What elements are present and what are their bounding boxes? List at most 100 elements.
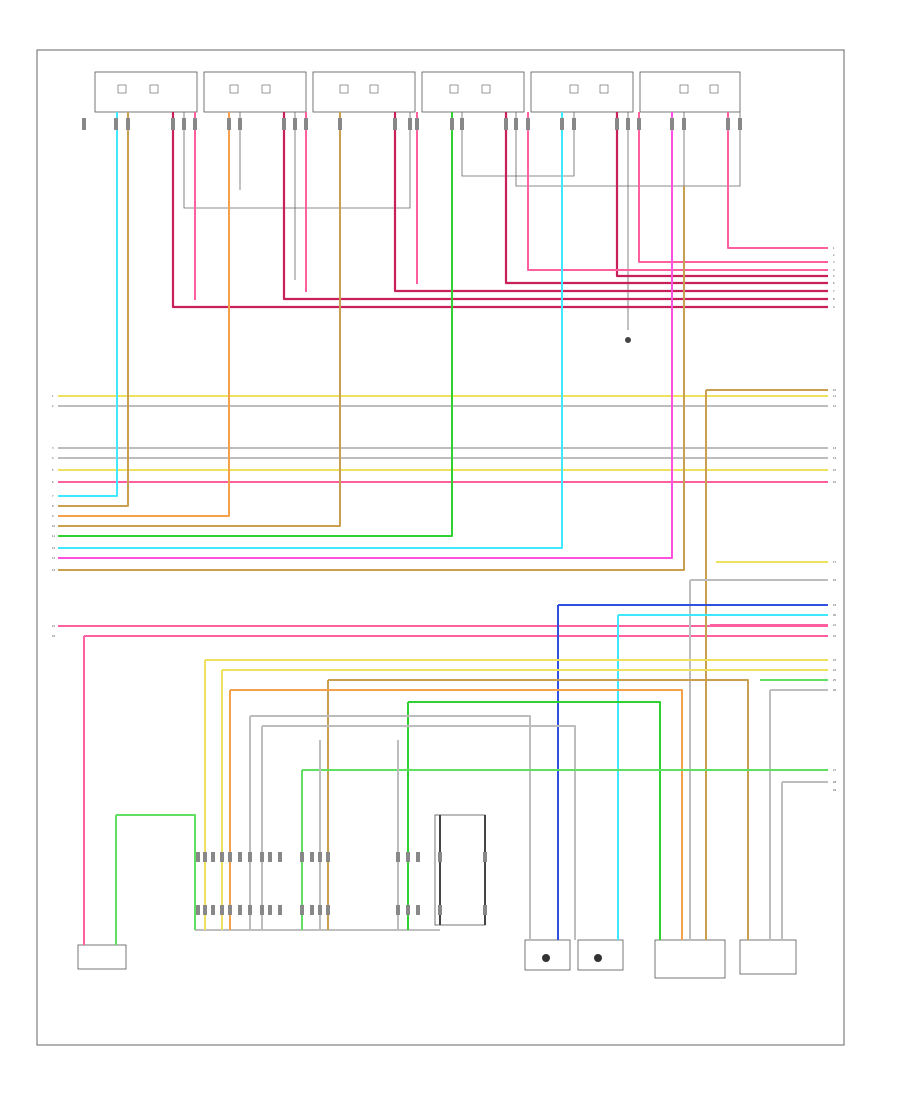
left-terminal-number: 9 [52,515,54,518]
left-terminal-number: 6 [52,481,54,484]
right-terminal-number: 10 [833,389,837,392]
right-terminal-number: 7 [833,290,835,293]
injector-pin-18 [514,118,518,130]
right-terminal-number: 16 [833,481,837,484]
right-terminal-number: 4 [833,269,835,272]
injector-6 [639,71,741,113]
injector-pin-16 [460,118,464,130]
wire-orange-45 [230,689,683,940]
ecm-pin-upper-6 [248,852,252,862]
right-terminal-number: 9 [833,306,835,309]
injector-pin-0 [82,118,86,130]
wire-red-0 [171,112,828,309]
injector-pin-15 [450,118,454,130]
right-terminal-number: 12 [833,405,837,408]
ecm-pin-upper-1 [203,852,207,862]
ecm-pin-lower-17 [438,905,442,915]
ecm-pin-upper-2 [211,852,215,862]
wire-tan-20 [58,112,341,527]
wire-red-3 [504,112,828,285]
injector-pin-8 [282,118,286,130]
injector-pin-26 [682,118,686,130]
injector-pin-3 [171,118,175,130]
diagram-border [36,49,845,1046]
wire-pink-9 [527,112,828,271]
right-terminal-number: 2 [833,254,835,257]
right-terminal-number: 22 [833,635,837,638]
wire-gray-51 [250,715,531,940]
ecm-pin-lower-11 [310,905,314,915]
injector-pin-12 [393,118,397,130]
injector-pin-19 [526,118,530,130]
sensor-a-icon [542,954,550,962]
component-box-1 [77,944,127,970]
wire-cyan-22 [58,112,563,549]
injector-power-bus [183,112,741,330]
injector-3 [312,71,416,113]
injector-pin-23 [626,118,630,130]
injector-pin-4 [182,118,186,130]
right-terminal-number: 28 [833,781,837,784]
right-terminal-number: 24 [833,669,837,672]
component-box-sensor-b [577,939,624,971]
wire-tan-24 [58,186,685,571]
ecm-pin-lower-8 [268,905,272,915]
ecm-pin-upper-0 [196,852,200,862]
right-terminal-number: 29 [833,789,837,792]
component-box-sensor-a [524,939,571,971]
wire-magenta-23 [58,112,673,559]
ecm-pin-upper-17 [438,852,442,862]
injector-pin-5 [193,118,197,130]
wire-gray-53 [262,725,576,940]
ecm-pin-lower-10 [300,905,304,915]
sensor-b-icon [594,954,602,962]
ecm-pin-upper-10 [300,852,304,862]
left-terminal-number: 5 [52,469,54,472]
component-boxes [77,814,797,979]
right-terminal-number: 26 [833,689,837,692]
ecm-pin-upper-14 [396,852,400,862]
ecm-pin-lower-15 [406,905,410,915]
ecm-pin-upper-5 [238,852,242,862]
ecm-pin-lower-5 [238,905,242,915]
connector-pins [82,118,742,915]
right-terminal-number: 20 [833,614,837,617]
wire-tan-18 [58,112,129,507]
ecm-pin-lower-3 [220,905,224,915]
left-terminal-number: 10 [52,525,56,528]
ecm-pin-upper-4 [228,852,232,862]
left-terminal-number: 13 [52,557,56,560]
ecm-pin-lower-0 [196,905,200,915]
left-terminal-number: 16 [52,635,56,638]
ecm-pin-upper-7 [260,852,264,862]
injector-1 [94,71,198,113]
injector-pin-11 [338,118,342,130]
injector-pin-20 [560,118,564,130]
wire-red-4 [615,112,828,278]
left-terminal-number: 11 [52,535,56,538]
right-terminal-number: 17 [833,561,837,564]
injector-pin-10 [304,118,308,130]
wire-green-49 [408,701,661,940]
ecm-pin-upper-12 [318,852,322,862]
ecm-pin-lower-4 [228,905,232,915]
left-terminal-number: 2 [52,405,54,408]
ecm-pin-upper-3 [220,852,224,862]
injector-pin-14 [415,118,419,130]
right-terminal-number: 5 [833,275,835,278]
ecm-pin-lower-6 [248,905,252,915]
ecm-pin-upper-9 [278,852,282,862]
ecm-pin-lower-9 [278,905,282,915]
wire-red-1 [282,112,828,301]
ecm-pin-lower-7 [260,905,264,915]
right-terminal-number: 25 [833,679,837,682]
component-box-relay [434,814,486,926]
ecm-pin-lower-1 [203,905,207,915]
ecm-pin-upper-11 [310,852,314,862]
right-terminal-number: 15 [833,469,837,472]
left-terminal-number: 3 [52,447,54,450]
ecm-pin-upper-13 [326,852,330,862]
left-terminal-number: 7 [52,495,54,498]
injector-pin-27 [726,118,730,130]
